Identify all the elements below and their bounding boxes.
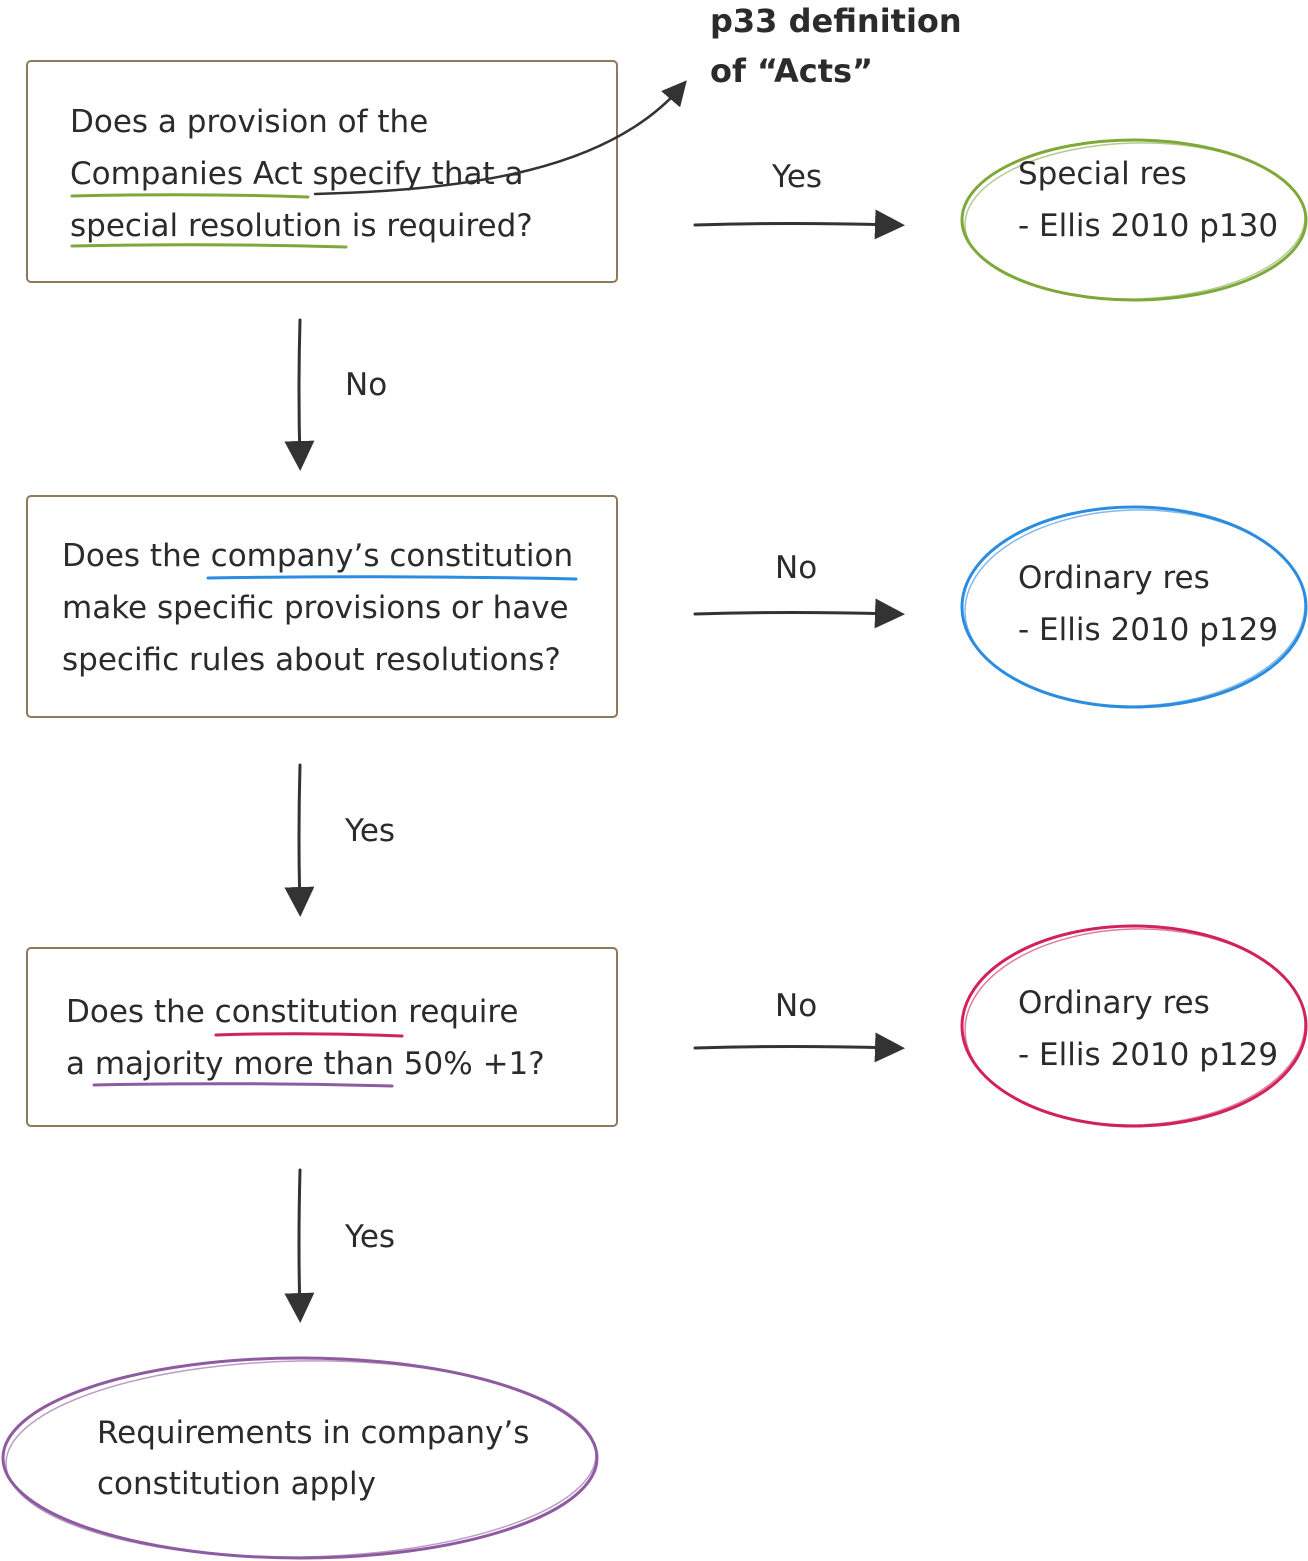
edge-label-q1-no: No bbox=[345, 367, 387, 403]
edge-q2-no: No bbox=[693, 550, 905, 629]
question-2-line-2: make specific provisions or have bbox=[62, 590, 569, 626]
arrow-q2-to-ordinary bbox=[693, 598, 905, 629]
question-box-3-border bbox=[26, 947, 618, 1127]
edge-q1-no: No bbox=[284, 318, 387, 471]
edge-label-q3-yes: Yes bbox=[344, 1219, 395, 1255]
question-3-line-1: Does the constitution require bbox=[66, 994, 519, 1030]
annotation: p33 definition of “Acts” bbox=[710, 2, 962, 90]
outcome-constitution-line-2: constitution apply bbox=[97, 1466, 376, 1502]
outcome-special-ellipse bbox=[960, 138, 1308, 302]
outcome-ordinary-1-ellipse bbox=[960, 505, 1308, 709]
arrow-q3-to-ordinary bbox=[693, 1032, 905, 1063]
underline-majority bbox=[92, 1082, 394, 1088]
outcome-ordinary-1-line-2: - Ellis 2010 p129 bbox=[1018, 612, 1278, 648]
annotation-line-1: p33 definition bbox=[710, 2, 962, 40]
term-company-constitution: company’s constitution bbox=[211, 538, 574, 574]
underline-company-constitution bbox=[206, 575, 578, 581]
edge-label-q2-yes: Yes bbox=[344, 813, 395, 849]
term-majority: majority more than bbox=[95, 1046, 394, 1082]
outcome-special-resolution: Special res - Ellis 2010 p130 bbox=[960, 138, 1308, 302]
outcome-ordinary-2-line-2: - Ellis 2010 p129 bbox=[1018, 1037, 1278, 1073]
question-1-line-3: special resolution is required? bbox=[70, 208, 533, 244]
arrow-q1-to-special bbox=[693, 209, 905, 240]
question-box-1: Does a provision of the Companies Act sp… bbox=[26, 60, 687, 283]
outcome-ordinary-resolution-2: Ordinary res - Ellis 2010 p129 bbox=[960, 924, 1308, 1128]
term-special-resolution: special resolution bbox=[70, 208, 342, 244]
term-constitution: constitution bbox=[215, 994, 399, 1030]
outcome-constitution-ellipse bbox=[1, 1356, 599, 1560]
outcome-ordinary-2-line-1: Ordinary res bbox=[1018, 985, 1210, 1021]
question-box-3: Does the constitution require a majority… bbox=[26, 947, 618, 1127]
term-companies-act: Companies Act bbox=[70, 156, 303, 192]
question-3-line-2: a majority more than 50% +1? bbox=[66, 1046, 545, 1082]
edge-q2-yes: Yes bbox=[284, 763, 395, 917]
question-box-2: Does the company’s constitution make spe… bbox=[26, 495, 618, 718]
outcome-ordinary-2-ellipse bbox=[960, 924, 1308, 1128]
underline-special-resolution bbox=[70, 243, 348, 249]
edge-q1-yes: Yes bbox=[693, 159, 905, 240]
underline-companies-act bbox=[70, 193, 310, 199]
question-2-line-1: Does the company’s constitution bbox=[62, 538, 573, 574]
annotation-line-2: of “Acts” bbox=[710, 52, 873, 90]
question-1-line-2: Companies Act specify that a bbox=[70, 156, 523, 192]
question-1-line-1: Does a provision of the bbox=[70, 104, 428, 140]
outcome-constitution-applies: Requirements in company’s constitution a… bbox=[1, 1356, 599, 1560]
outcome-constitution-line-1: Requirements in company’s bbox=[97, 1415, 529, 1451]
annotation-pointer-arrow bbox=[313, 80, 687, 196]
arrow-q2-to-q3 bbox=[284, 763, 315, 917]
question-box-2-border bbox=[26, 495, 618, 718]
outcome-ordinary-1-line-1: Ordinary res bbox=[1018, 560, 1210, 596]
question-box-1-border bbox=[26, 60, 618, 283]
edge-q3-no: No bbox=[693, 988, 905, 1063]
outcome-special-line-2: - Ellis 2010 p130 bbox=[1018, 208, 1278, 244]
edge-label-q1-yes: Yes bbox=[771, 159, 822, 195]
outcome-special-line-1: Special res bbox=[1018, 156, 1187, 192]
edge-label-q2-no: No bbox=[775, 550, 817, 586]
outcome-ordinary-resolution-1: Ordinary res - Ellis 2010 p129 bbox=[960, 505, 1308, 709]
edge-q3-yes: Yes bbox=[284, 1168, 395, 1323]
question-2-line-3: specific rules about resolutions? bbox=[62, 642, 561, 678]
edge-label-q3-no: No bbox=[775, 988, 817, 1024]
arrow-q1-to-q2 bbox=[284, 318, 315, 471]
arrow-q3-to-constitution bbox=[284, 1168, 315, 1323]
underline-constitution bbox=[214, 1032, 404, 1038]
